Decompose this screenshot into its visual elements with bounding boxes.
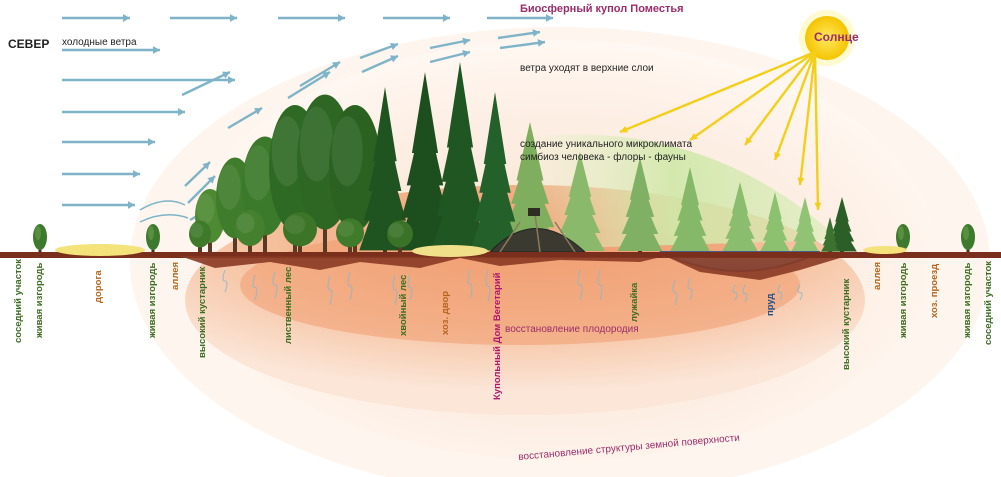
fertility-label: восстановление плодородия [505, 324, 639, 335]
microclimate-label-2: симбиоз человека - флоры - фауны [520, 152, 686, 163]
label-hedge-3: живая изгородь [898, 262, 909, 338]
label-pond: пруд [765, 293, 776, 317]
hedges [33, 224, 975, 252]
label-alley-right: аллея [872, 261, 883, 290]
ground-relief [180, 256, 840, 280]
roots [222, 269, 803, 306]
label-dome-house: Купольный Дом Вегетарий [492, 272, 503, 401]
sun-label: Солнце [814, 30, 859, 44]
label-hedge-2: живая изгородь [147, 262, 158, 338]
cold-winds-label: холодные ветра [62, 37, 137, 48]
winds-up-label: ветра уходят в верхние слои [520, 63, 654, 74]
sun-disc [805, 16, 849, 60]
forest [189, 62, 857, 252]
label-neighbor-right: соседний участок [983, 260, 994, 345]
label-conifer-forest: хвойный лес [398, 274, 409, 336]
label-yard: хоз. двор [440, 290, 451, 335]
microclimate-label-1: создание уникального микроклимата [520, 139, 693, 150]
label-service-road: хоз. проезд [929, 263, 940, 318]
label-deciduous-forest: лиственный лес [283, 266, 294, 344]
diagram-title: Биосферный купол Поместья [520, 3, 684, 15]
label-meadow: лужайка [629, 282, 640, 322]
sun-rays [619, 50, 822, 211]
label-hedge-1: живая изгородь [34, 262, 45, 338]
dome-house [488, 208, 587, 253]
wind-arrows [62, 14, 553, 223]
alley-sand [863, 246, 907, 254]
yard-sand [412, 245, 488, 257]
road-sand [55, 244, 145, 256]
north-label: СЕВЕР [8, 37, 50, 51]
label-road: дорога [93, 270, 104, 303]
label-tall-shrub-left: высокий кустарник [197, 266, 208, 358]
label-alley-left: аллея [170, 261, 181, 290]
label-neighbor-left: соседний участок [13, 258, 24, 343]
label-tall-shrub-right: высокий кустарник [841, 278, 852, 370]
label-hedge-4: живая изгородь [962, 262, 973, 338]
